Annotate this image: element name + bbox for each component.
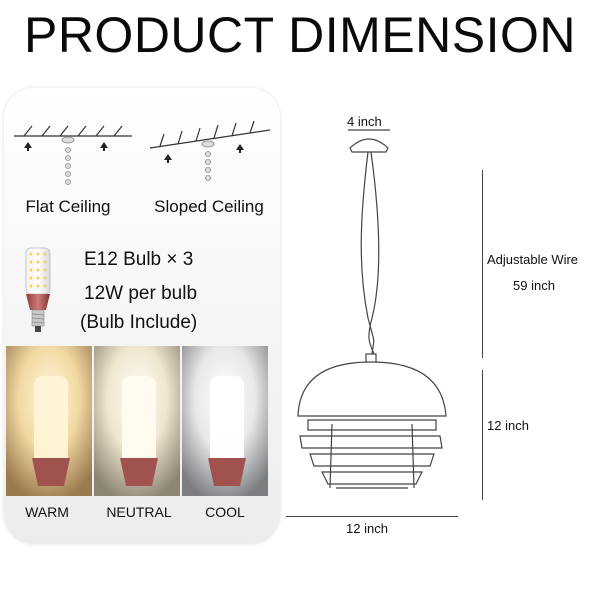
neutral-bulb-photo xyxy=(94,346,180,496)
sloped-ceiling-label: Sloped Ceiling xyxy=(154,197,264,216)
wire-length-label: 59 inch xyxy=(513,278,555,293)
width-dimension-line xyxy=(286,516,458,517)
wire-label: Adjustable Wire xyxy=(487,252,579,267)
wire-dimension-line xyxy=(482,170,483,358)
warm-bulb-photo xyxy=(6,346,92,496)
height-dimension-line xyxy=(482,370,483,500)
cool-label: COOL xyxy=(205,504,245,520)
canopy-width-label: 4 inch xyxy=(347,114,382,129)
flat-ceiling-label: Flat Ceiling xyxy=(25,197,111,216)
page-title: PRODUCT DIMENSION xyxy=(23,7,577,63)
sloped-ceiling-illustration xyxy=(149,120,271,181)
cool-bulb-photo xyxy=(182,346,268,496)
warm-label: WARM xyxy=(25,504,69,520)
bulb-included-label: (Bulb Include) xyxy=(80,312,198,333)
flat-ceiling-illustration xyxy=(14,125,132,185)
neutral-label: NEUTRAL xyxy=(106,504,172,520)
bulb-icon xyxy=(25,247,51,332)
pendant-light-drawing xyxy=(297,129,447,489)
shade-height-label: 12 inch xyxy=(487,418,529,433)
bulb-wattage-label: 12W per bulb xyxy=(84,283,198,304)
bulb-type-label: E12 Bulb × 3 xyxy=(84,249,194,270)
shade-width-label: 12 inch xyxy=(346,521,388,536)
